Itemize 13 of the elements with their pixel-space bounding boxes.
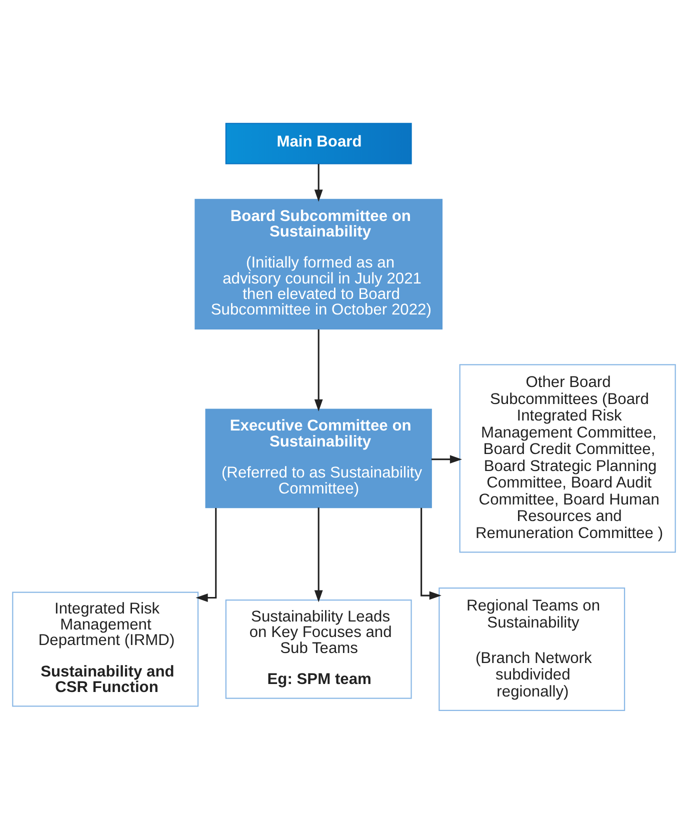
node-box: Integrated Risk Management Department (IRMD) Sustainability and CSR Function <box>12 591 199 706</box>
node-box: Sustainability Leads on Key Focuses and Sub Teams Eg: SPM team <box>225 599 412 698</box>
node-box: Executive Committee on Sustainability (Referred to as Sustainability Committee) <box>205 408 432 508</box>
node-box: Main Board <box>225 122 412 164</box>
arrow <box>314 328 323 411</box>
arrow <box>196 507 217 602</box>
arrow <box>431 454 462 464</box>
arrow <box>314 507 323 602</box>
arrow <box>314 164 323 202</box>
node-box: Regional Teams on Sustainability (Branch Network subdivided regionally) <box>438 587 626 710</box>
arrow <box>420 507 442 600</box>
node-box: Board Subcommittee on Sustainability (Initially formed as an advisory council in July 2021 then elevated to Board Subcommittee in October 2022) <box>194 198 443 329</box>
node-box: Other Board Subcommittees (Board Integrated Risk Management Committee, Board Credit Committee, Board Strategic Planning Committee, Board Audit Committee, Board Human Resources and Remuneration Committee ) <box>459 364 676 552</box>
